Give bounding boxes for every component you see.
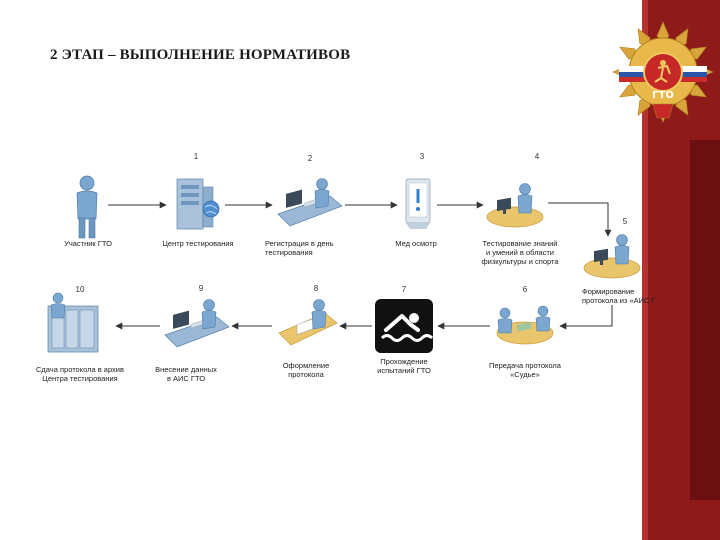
step-label-participant: Участник ГТО: [64, 239, 112, 248]
step-number: 8: [314, 284, 319, 293]
step-number: 10: [76, 285, 85, 294]
step-number: 7: [402, 285, 407, 294]
label-line: Участник ГТО: [64, 239, 112, 248]
label-line: Регистрация в день: [265, 239, 334, 248]
step-label-protocol-forming: Формирование протокола из «АИС Г: [582, 287, 656, 305]
label-line: в АИС ГТО: [155, 374, 217, 383]
step-number: 4: [535, 152, 540, 161]
label-line: Оформление: [283, 361, 330, 370]
label-line: протокола: [283, 370, 330, 379]
workstation-icon: [165, 300, 229, 348]
step-label-protocol-design: Оформление протокола: [283, 361, 330, 379]
label-line: Сдача протокола в архив: [36, 365, 124, 374]
medical-check-icon: [406, 179, 430, 229]
archive-icon: [48, 293, 98, 352]
step-label-protocol-transfer: Передача протокола «Судье»: [489, 361, 561, 379]
label-line: Формирование: [582, 287, 656, 296]
label-line: тестирования: [265, 248, 334, 257]
step-label-testing-center: Центр тестирования: [162, 239, 233, 248]
step-number: 1: [194, 152, 199, 161]
label-line: испытаний ГТО: [377, 366, 431, 375]
label-line: Тестирование знаний: [481, 239, 558, 248]
paperwork-icon: [279, 300, 337, 346]
server-icon: [177, 179, 219, 229]
label-line: Прохождение: [377, 357, 431, 366]
step-label-registration: Регистрация в день тестирования: [265, 239, 334, 257]
step-label-data-entry: Внесение данных в АИС ГТО: [155, 365, 217, 383]
label-line: физкультуры и спорта: [481, 257, 558, 266]
label-line: Мед осмотр: [395, 239, 437, 248]
step-label-knowledge-test: Тестирование знаний и умений в области ф…: [481, 239, 558, 266]
label-line: и умений в области: [481, 248, 558, 257]
step-label-test-passing: Прохождение испытаний ГТО: [377, 357, 431, 375]
person-icon: [77, 176, 97, 238]
step-number: 2: [308, 154, 313, 163]
step-number: 5: [623, 217, 628, 226]
step-label-medical: Мед осмотр: [395, 239, 437, 248]
label-line: Центр тестирования: [162, 239, 233, 248]
step-number: 9: [199, 284, 204, 293]
label-line: протокола из «АИС Г: [582, 296, 656, 305]
label-line: Внесение данных: [155, 365, 217, 374]
label-line: Передача протокола: [489, 361, 561, 370]
desk-worker-icon: [584, 235, 640, 279]
swimmer-icon: [375, 299, 433, 353]
label-line: «Судье»: [489, 370, 561, 379]
workstation-icon: [278, 179, 342, 227]
label-line: Центра тестирования: [36, 374, 124, 383]
step-label-archive: Сдача протокола в архив Центра тестирова…: [36, 365, 124, 383]
desk-worker-icon: [487, 184, 543, 228]
meeting-icon: [497, 306, 553, 344]
flow-arrow: [548, 203, 608, 236]
step-number: 3: [420, 152, 425, 161]
step-number: 6: [523, 285, 528, 294]
flow-arrow: [560, 305, 612, 326]
